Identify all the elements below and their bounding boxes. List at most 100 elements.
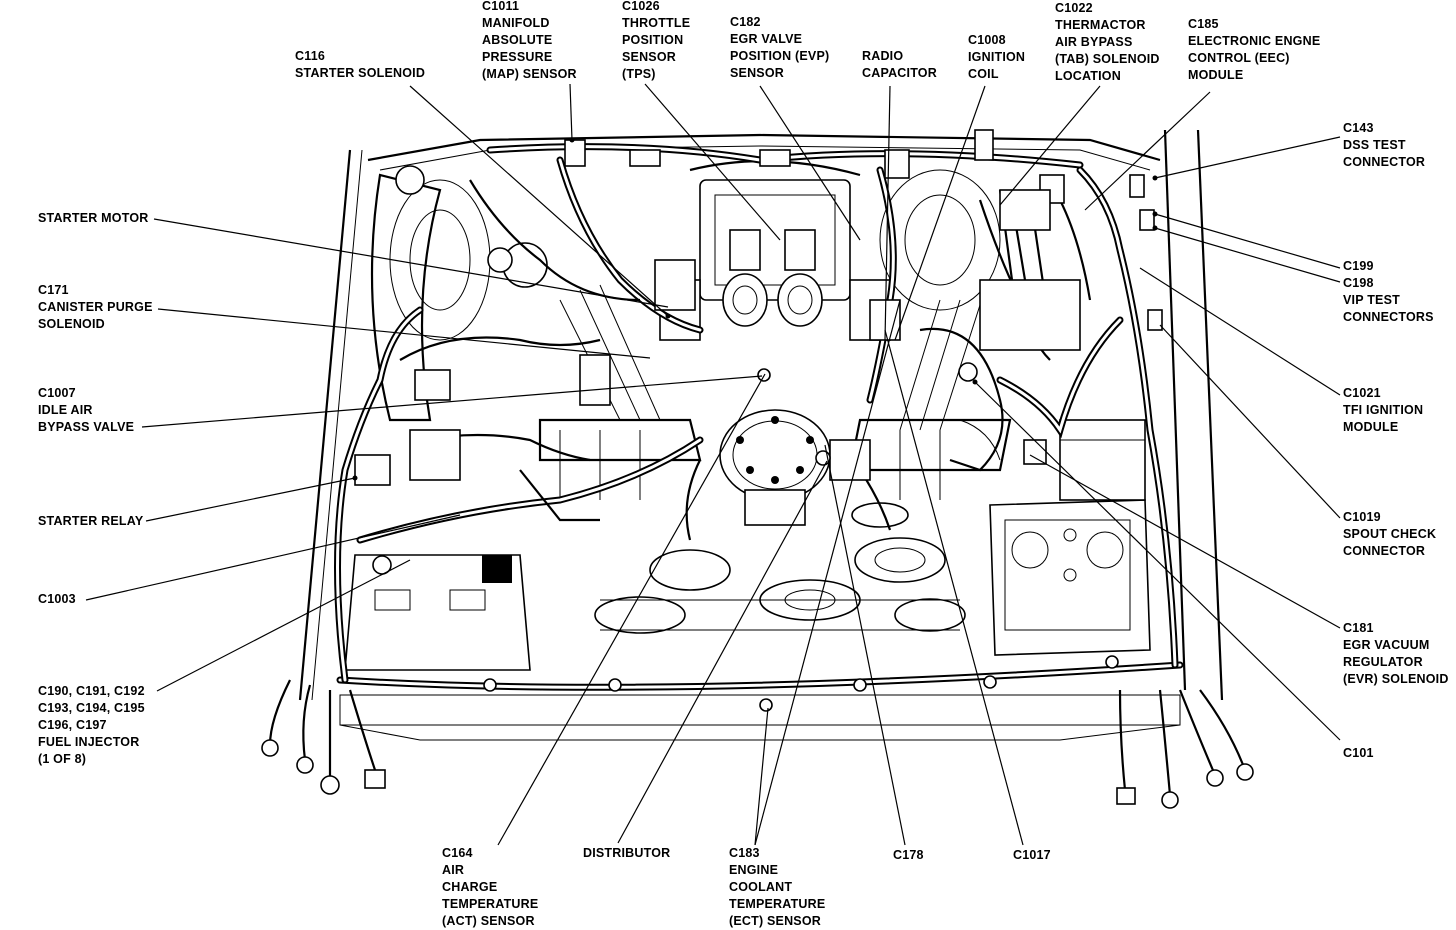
label-c116: C116 STARTER SOLENOID	[295, 48, 425, 82]
label-c1008-line: IGNITION	[968, 50, 1026, 64]
label-c181: C181 EGR VACUUM REGULATOR (EVR) SOLENOID	[1343, 620, 1449, 688]
label-c178-line: C178	[893, 848, 924, 862]
label-fuel-injector-line: C193, C194, C195	[38, 701, 145, 715]
label-c1008: C1008 IGNITION COIL	[968, 32, 1025, 83]
label-c164-line: (ACT) SENSOR	[442, 914, 535, 928]
label-c199-c198: C199 C198 VIP TEST CONNECTORS	[1343, 258, 1434, 326]
label-c183-line: (ECT) SENSOR	[729, 914, 821, 928]
fuel-injector-pigtails	[261, 679, 1254, 809]
label-c181-line: C181	[1343, 621, 1374, 635]
label-c171-line: CANISTER PURGE	[38, 300, 153, 314]
callout-leader-lines	[85, 83, 1341, 846]
label-c1026-line: (TPS)	[622, 67, 656, 81]
label-c1022-line: AIR BYPASS	[1055, 35, 1133, 49]
label-c183-line: ENGINE	[729, 863, 779, 877]
label-c143-line: DSS TEST	[1343, 138, 1406, 152]
label-c1008-line: C1008	[968, 33, 1006, 47]
label-c1026-line: THROTTLE	[622, 16, 691, 30]
label-c1022-line: (TAB) SOLENOID	[1055, 52, 1160, 66]
label-c1019-line: CONNECTOR	[1343, 544, 1426, 558]
label-c164-line: C164	[442, 846, 473, 860]
label-c199-c198-line: VIP TEST	[1343, 293, 1400, 307]
intake-plenum	[659, 160, 891, 341]
label-c183-line: TEMPERATURE	[729, 897, 826, 911]
label-c1026: C1026 THROTTLE POSITION SENSOR (TPS)	[622, 0, 690, 83]
label-c171: C171 CANISTER PURGE SOLENOID	[38, 282, 153, 333]
label-c1011-line: (MAP) SENSOR	[482, 67, 577, 81]
label-c183: C183 ENGINE COOLANT TEMPERATURE (ECT) SE…	[729, 845, 825, 930]
label-c185-line: MODULE	[1188, 68, 1244, 82]
label-c199-c198-line: CONNECTORS	[1343, 310, 1434, 324]
label-c1011-line: PRESSURE	[482, 50, 553, 64]
label-c183-line: C183	[729, 846, 760, 860]
callout-arrowheads	[352, 137, 1158, 481]
label-c1022-line: C1022	[1055, 1, 1093, 15]
label-c143-line: C143	[1343, 121, 1374, 135]
label-c171-line: SOLENOID	[38, 317, 105, 331]
label-fuel-injector-line: C190, C191, C192	[38, 684, 145, 698]
label-c1026-line: SENSOR	[622, 50, 676, 64]
label-c1008-line: COIL	[968, 67, 999, 81]
label-c1011: C1011 MANIFOLD ABSOLUTE PRESSURE (MAP) S…	[482, 0, 577, 83]
label-c181-line: REGULATOR	[1343, 655, 1423, 669]
label-c181-line: EGR VACUUM	[1343, 638, 1430, 652]
label-c185: C185 ELECTRONIC ENGNE CONTROL (EEC) MODU…	[1188, 16, 1320, 84]
label-c1021: C1021 TFI IGNITION MODULE	[1343, 385, 1423, 436]
label-radio-capacitor: RADIO CAPACITOR	[862, 48, 937, 82]
label-distributor-line: DISTRIBUTOR	[583, 846, 671, 860]
label-c182: C182 EGR VALVE POSITION (EVP) SENSOR	[730, 14, 829, 82]
label-c164: C164 AIR CHARGE TEMPERATURE (ACT) SENSOR	[442, 845, 538, 930]
label-c1017: C1017	[1013, 847, 1051, 864]
battery	[344, 554, 531, 671]
label-c1019-line: C1019	[1343, 510, 1381, 524]
label-c1019: C1019 SPOUT CHECK CONNECTOR	[1343, 509, 1436, 560]
label-fuel-injector-line: C196, C197	[38, 718, 107, 732]
label-c1021-line: C1021	[1343, 386, 1381, 400]
label-c1021-line: TFI IGNITION	[1343, 403, 1424, 417]
label-starter-motor-line: STARTER MOTOR	[38, 211, 149, 225]
label-c178: C178	[893, 847, 924, 864]
label-c185-line: ELECTRONIC ENGNE	[1188, 34, 1321, 48]
label-c1007: C1007 IDLE AIR BYPASS VALVE	[38, 385, 134, 436]
label-c182-line: SENSOR	[730, 66, 784, 80]
label-c1003-line: C1003	[38, 592, 76, 606]
label-fuel-injector-line: (1 OF 8)	[38, 752, 87, 766]
label-distributor: DISTRIBUTOR	[583, 845, 670, 862]
label-radio-capacitor-line: RADIO	[862, 49, 904, 63]
label-c164-line: AIR	[442, 863, 465, 877]
label-starter-relay: STARTER RELAY	[38, 513, 143, 530]
label-c1011-line: ABSOLUTE	[482, 33, 553, 47]
label-starter-motor: STARTER MOTOR	[38, 210, 148, 227]
label-c116-line: STARTER SOLENOID	[295, 66, 426, 80]
label-c116-line: C116	[295, 49, 325, 63]
label-c1022-line: THERMACTOR	[1055, 18, 1146, 32]
label-c143-line: CONNECTOR	[1343, 155, 1426, 169]
label-c1011-line: C1011	[482, 0, 520, 13]
front-accessory-drive	[594, 502, 966, 634]
component-bodies	[354, 129, 1163, 712]
label-c171-line: C171	[38, 283, 69, 297]
label-c1026-line: POSITION	[622, 33, 684, 47]
label-c182-line: EGR VALVE	[730, 32, 803, 46]
label-c1011-line: MANIFOLD	[482, 16, 550, 30]
label-c199-c198-line: C199	[1343, 259, 1374, 273]
label-c1022: C1022 THERMACTOR AIR BYPASS (TAB) SOLENO…	[1055, 0, 1160, 85]
left-fan-shroud	[370, 165, 548, 422]
label-c101: C101	[1343, 745, 1374, 762]
eec-module-box	[989, 419, 1151, 656]
label-c185-line: C185	[1188, 17, 1219, 31]
label-c1022-line: LOCATION	[1055, 69, 1121, 83]
label-c1017-line: C1017	[1013, 848, 1051, 862]
label-c182-line: C182	[730, 15, 761, 29]
label-c1007-line: C1007	[38, 386, 76, 400]
label-fuel-injector-line: FUEL INJECTOR	[38, 735, 140, 749]
distributor-cap	[719, 409, 831, 526]
label-c181-line: (EVR) SOLENOID	[1343, 672, 1449, 686]
label-radio-capacitor-line: CAPACITOR	[862, 66, 937, 80]
label-c1019-line: SPOUT CHECK	[1343, 527, 1437, 541]
label-starter-relay-line: STARTER RELAY	[38, 514, 144, 528]
label-c1003: C1003	[38, 591, 76, 608]
label-c1021-line: MODULE	[1343, 420, 1399, 434]
label-c1026-line: C1026	[622, 0, 660, 13]
label-c185-line: CONTROL (EEC)	[1188, 51, 1290, 65]
